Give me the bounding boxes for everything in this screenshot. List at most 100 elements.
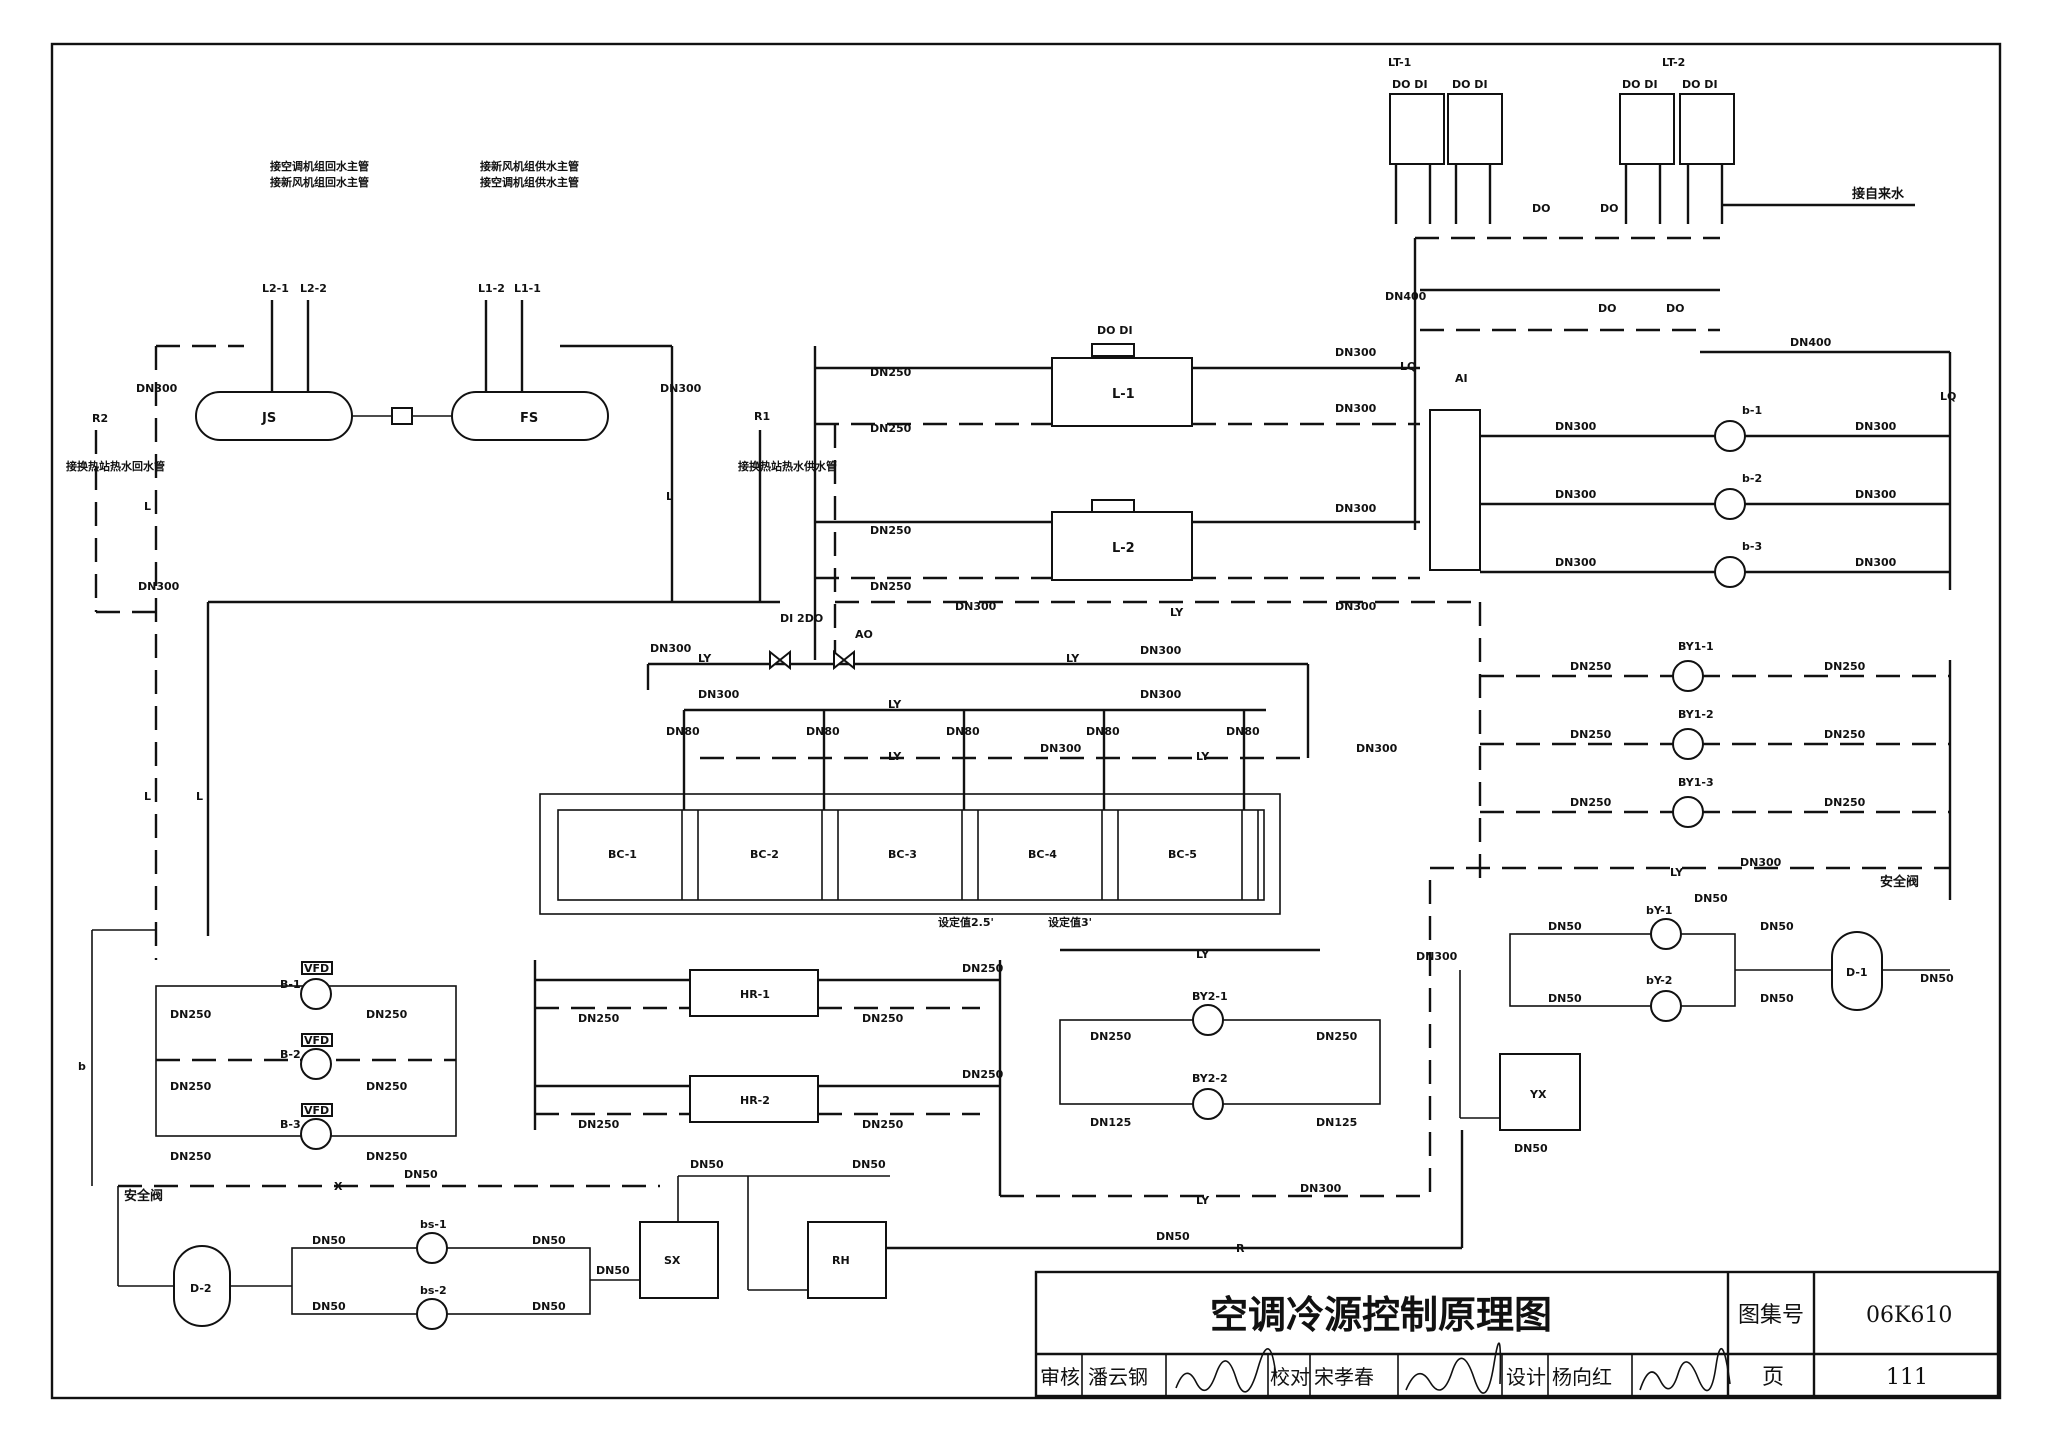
ice-tank-bc1: BC-1 (608, 848, 637, 861)
pipe-size-label: DN300 (955, 600, 997, 613)
pipe-size-label: DN50 (532, 1234, 566, 1247)
ice-tank-label: BC-4 (1028, 848, 1057, 861)
chiller-l2: L-2 (1051, 499, 1193, 581)
cooling-tower-lt2: LT-2 DO DI DO DI (1619, 56, 1735, 224)
pipe-size-label: DN250 (366, 1008, 408, 1021)
pipe-size-label: DN50 (1760, 992, 1794, 1005)
pipe-size-label: DN250 (870, 422, 912, 435)
pipe-size-label: DN300 (1555, 420, 1597, 433)
pipe-size-label: DN250 (1090, 1030, 1132, 1043)
ice-tank-bc3: BC-3 (888, 848, 917, 861)
pipe-size-label: DN50 (1760, 920, 1794, 933)
pump-label: bs-2 (420, 1284, 447, 1297)
vfd-label: VFD (304, 962, 329, 975)
io-label: DI 2DO (780, 612, 823, 625)
pipe-size-label: DN125 (1090, 1116, 1131, 1129)
heat-exchanger-hr2: HR-2 (689, 1075, 819, 1123)
pipe-code-label: L (666, 490, 673, 503)
by-pump-loop (1509, 933, 1736, 1007)
pipe-size-label: DN250 (366, 1150, 408, 1163)
branch-note: 接换热站热水供水管 (738, 459, 837, 473)
safety-valve-label: 安全阀 (1880, 874, 1919, 890)
pipe-code-label: R (1236, 1242, 1245, 1255)
pipe-size-label: DN50 (1548, 992, 1582, 1005)
pipe-size-label: DN300 (1335, 600, 1377, 613)
branch-label: L2-2 (300, 282, 327, 295)
pipe-size-label: DN250 (962, 962, 1004, 975)
reviewer-name: 潘云钢 (1088, 1365, 1148, 1389)
branch-note: 接空调机组回水主管 (270, 159, 369, 173)
tower-cell (1679, 93, 1735, 165)
pipe-size-label: DN400 (1385, 290, 1427, 303)
pipe-size-label: DN300 (136, 382, 178, 395)
makeup-water-label: 接自来水 (1852, 186, 1905, 202)
branch-note: 接新风机组供水主管 (480, 159, 579, 173)
pipe-size-label: DN300 (1555, 556, 1597, 569)
page-label: 页 (1762, 1365, 1784, 1390)
pump-by2-2: BY2-2 (1192, 1072, 1228, 1120)
checker-name: 宋孝春 (1314, 1365, 1374, 1389)
pipe-code-label: LY (1196, 750, 1210, 763)
chiller-label: L-1 (1112, 387, 1135, 402)
pipe-size-label: DN250 (870, 366, 912, 379)
pump-label: B-3 (280, 1118, 301, 1131)
ice-tank-label: BC-5 (1168, 848, 1197, 861)
pipe-code-label: LY (1670, 866, 1684, 879)
title-block: 空调冷源控制原理图 图集号 06K610 页 111 审核 潘云钢 校对 宋孝春… (1034, 1270, 2000, 1398)
pump-b1: b-1 (1714, 404, 1762, 452)
pipe-size-label: DN250 (170, 1150, 212, 1163)
pump-by1-2: BY1-2 (1672, 708, 1714, 760)
drawing-frame (50, 42, 2002, 1400)
setpoint-label: 设定值2.5' (938, 915, 994, 929)
pump-label: b-1 (1742, 404, 1762, 417)
pump-label: BY2-1 (1192, 990, 1228, 1003)
pipe-size-label: DN50 (312, 1300, 346, 1313)
pipe-size-label: DN50 (1514, 1142, 1548, 1155)
pipe-size-label: DN80 (666, 725, 700, 738)
pipe-size-label: DN50 (404, 1168, 438, 1181)
pipe-size-label: DN300 (1855, 488, 1897, 501)
softener-label: SX (664, 1254, 681, 1267)
reviewer-signature (1175, 1348, 1277, 1393)
pipe-code-label: LY (888, 698, 902, 711)
branch-label: R1 (754, 410, 770, 423)
pump-b2: b-2 (1714, 472, 1762, 520)
pump-b3: b-3 (1714, 540, 1762, 588)
valve-group-main: DI 2DO AO (769, 612, 873, 671)
ice-tank-label: BC-1 (608, 848, 637, 861)
pipe-code-label: LY (888, 750, 902, 763)
pipe-size-label: DN250 (870, 524, 912, 537)
pump-label: b-3 (1742, 540, 1762, 553)
heater-rh: RH (807, 1221, 887, 1299)
pipe-size-label: DN300 (1140, 644, 1182, 657)
pipe-size-label: DN250 (862, 1118, 904, 1131)
branch-note: 接新风机组回水主管 (270, 175, 369, 189)
pump-label: BY1-1 (1678, 640, 1714, 653)
io-label: AI (1455, 372, 1468, 385)
pipe-code-label: LY (698, 652, 712, 665)
pipe-code-label: L (144, 790, 151, 803)
pipe-size-label: DN250 (366, 1080, 408, 1093)
safety-valve-label: 安全阀 (124, 1188, 163, 1204)
pump-by1-3: BY1-3 (1672, 776, 1714, 828)
pipe-size-label: DN250 (962, 1068, 1004, 1081)
pipe-size-label: DN125 (1316, 1116, 1357, 1129)
collector-fs: FS (451, 391, 609, 441)
collector-label: FS (520, 411, 538, 426)
hx-label: HR-2 (740, 1094, 770, 1107)
pump-label: BY1-3 (1678, 776, 1714, 789)
pipe-size-label: DN300 (1356, 742, 1398, 755)
tower-io-label: DO DI (1682, 78, 1718, 91)
pipe-size-label: DN300 (1300, 1182, 1342, 1195)
tower-cell (1619, 93, 1675, 165)
tank-d2: D-2 (173, 1245, 231, 1327)
pipe-size-label: DN80 (1226, 725, 1260, 738)
chiller-box (1051, 357, 1193, 427)
pipe-size-label: DN250 (578, 1118, 620, 1131)
pipe-size-label: DN250 (170, 1008, 212, 1021)
pump-big-b3: VFD B-3 (280, 1103, 333, 1150)
pipe-code-label: L (196, 790, 203, 803)
pipe-size-label: DN250 (1824, 728, 1866, 741)
designer-name: 杨向红 (1552, 1365, 1612, 1389)
